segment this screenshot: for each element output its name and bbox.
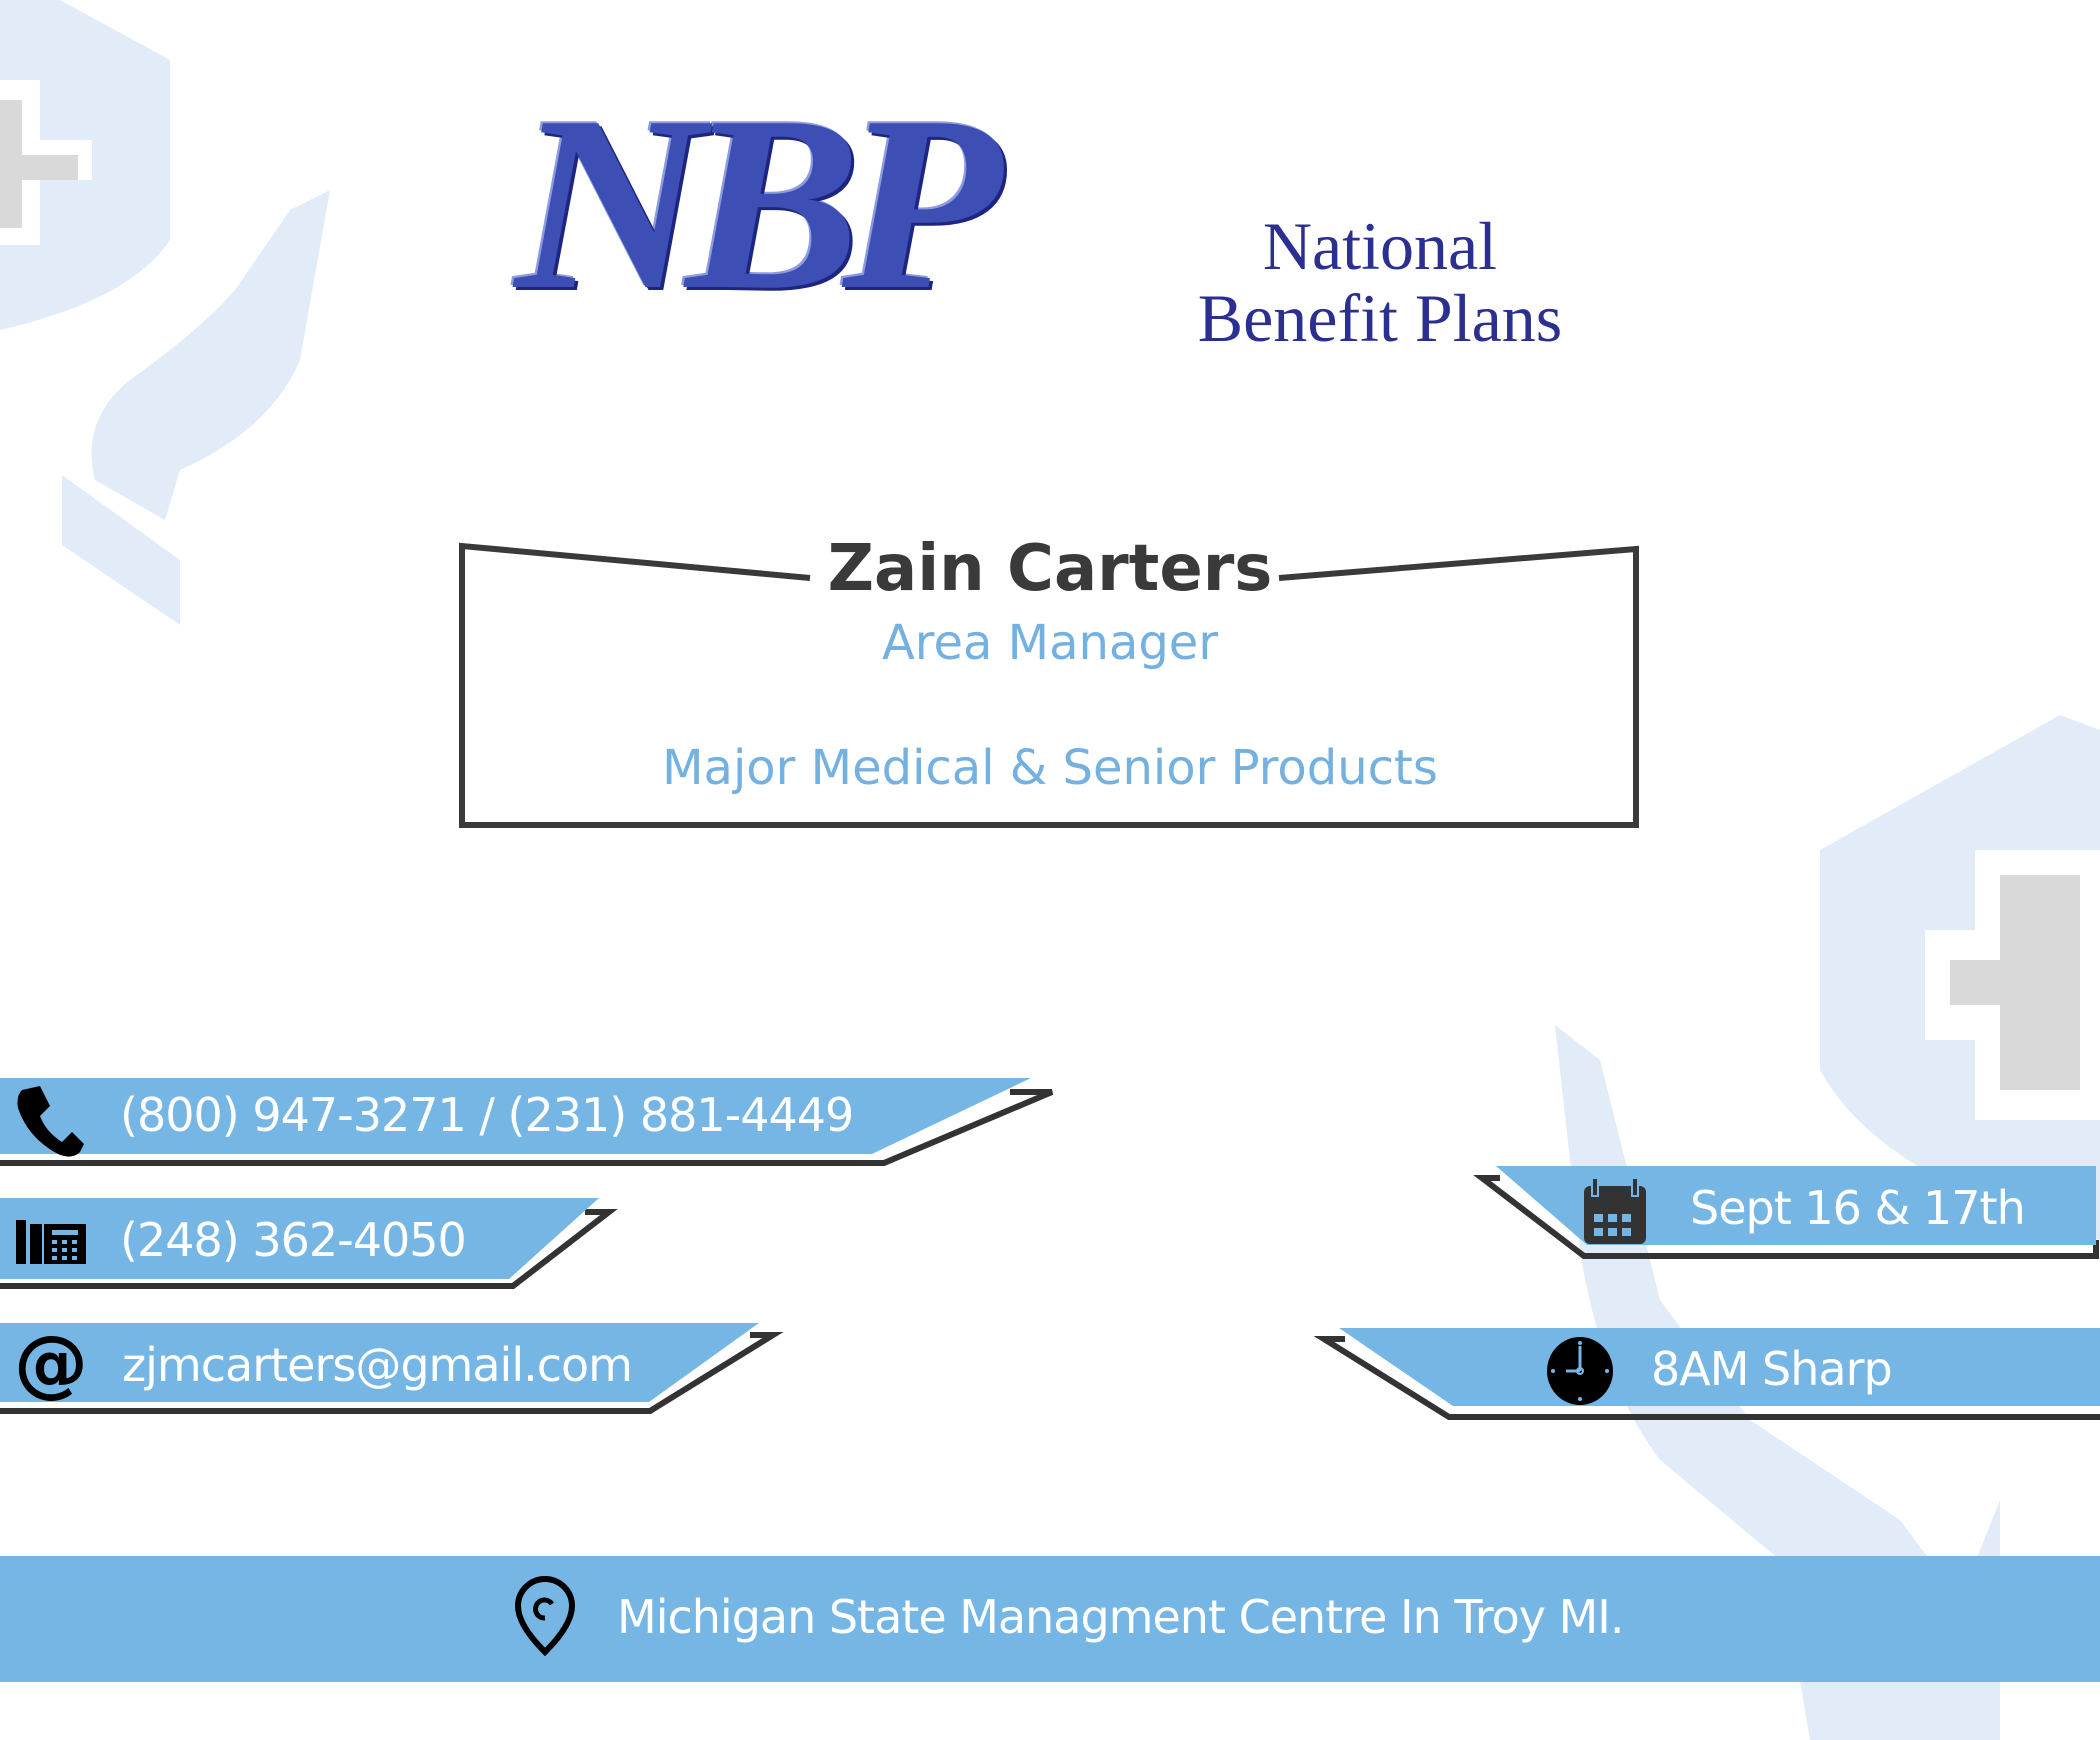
fax-band xyxy=(0,1198,618,1289)
fax-number[interactable]: (248) 362-4050 xyxy=(120,1213,467,1267)
phone-numbers[interactable]: (800) 947-3271 / (231) 881-4449 xyxy=(120,1088,854,1142)
at-icon: @ xyxy=(14,1320,88,1406)
footer-band xyxy=(0,1556,2100,1682)
products-line: Major Medical & Senior Products xyxy=(662,740,1438,796)
card-frame xyxy=(459,542,1639,828)
org-name-line1: National xyxy=(1262,208,1498,284)
person-name: Zain Carters xyxy=(827,532,1273,606)
phone-band xyxy=(0,1078,1054,1166)
event-time: 8AM Sharp xyxy=(1651,1342,1893,1396)
clock-icon xyxy=(1547,1337,1613,1405)
phone-icon xyxy=(17,1086,84,1157)
calendar-icon xyxy=(1584,1177,1646,1244)
email-address[interactable]: zjmcarters@gmail.com xyxy=(122,1338,633,1392)
shield-decoration-bottom-right xyxy=(1820,715,2100,1240)
event-date: Sept 16 & 17th xyxy=(1690,1181,2026,1235)
time-band xyxy=(1313,1328,2100,1420)
svg-text:@: @ xyxy=(14,1320,88,1406)
job-title: Area Manager xyxy=(881,615,1219,671)
logo-letters: NBP xyxy=(515,65,1002,342)
org-name-line2: Benefit Plans xyxy=(1197,280,1563,356)
shield-decoration-top-left xyxy=(0,0,170,330)
fax-icon xyxy=(16,1220,86,1264)
location-text: Michigan State Managment Centre In Troy … xyxy=(617,1590,1624,1644)
location-pin-icon xyxy=(514,1576,576,1657)
hand-decoration-top-left xyxy=(62,190,331,625)
email-band xyxy=(0,1323,784,1414)
org-name: National Benefit Plans xyxy=(1180,210,1580,354)
